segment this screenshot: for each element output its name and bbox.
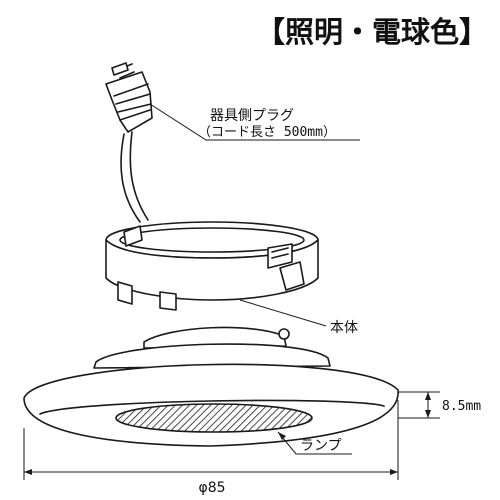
diameter-ext-lines (23, 400, 399, 480)
height-dimension: 8.5mm (398, 391, 481, 419)
power-cord (120, 131, 149, 223)
height-arrow-bottom (425, 410, 431, 418)
lamp-leader-arrowhead (278, 432, 286, 440)
plug-neck (119, 109, 151, 121)
ring-clip-lines (271, 247, 289, 259)
diameter-arrow-right (390, 469, 398, 475)
flange-inner-edge (39, 399, 385, 415)
lamp-leader-line (277, 431, 352, 455)
ring-top-inner (119, 227, 305, 253)
plug-prong-base (111, 62, 129, 76)
diameter-arrow-left (24, 469, 32, 475)
plug-leader-line (149, 103, 360, 141)
mounting-ring (105, 221, 319, 311)
plug-label: 器具側プラグ (210, 108, 294, 124)
plug-body (105, 71, 153, 133)
body-label: 本体 (330, 320, 358, 336)
diameter-dim-label: φ85 (198, 480, 225, 496)
height-ext-lines (398, 391, 440, 419)
lamp-label: ランプ (300, 438, 342, 454)
body-leader-line (239, 299, 327, 327)
height-dim-label: 8.5mm (442, 399, 481, 414)
ring-tab-left (117, 281, 133, 305)
diagram-title: 【照明・電球色】 (256, 15, 488, 49)
housing-middle-tier (93, 343, 331, 369)
ring-tab-center (159, 291, 177, 311)
plug (105, 62, 153, 133)
cord-length-label: （コード長さ 500mm） (198, 125, 336, 140)
lamp-lens (115, 403, 313, 433)
ring-clip-lower (279, 261, 305, 291)
plug-grip-lines (113, 83, 152, 113)
lamp-housing (23, 326, 399, 447)
ring-cord-entry (123, 225, 143, 247)
height-arrow-top (425, 392, 431, 400)
housing-screw (278, 328, 290, 340)
diameter-dimension: φ85 (23, 400, 399, 496)
